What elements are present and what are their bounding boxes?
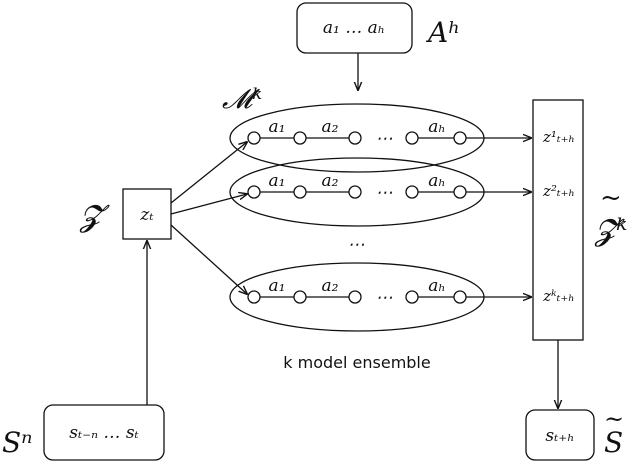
ellipsis: ⋯ xyxy=(376,129,393,149)
state-input-text: sₜ₋ₙ … sₜ xyxy=(69,423,139,443)
model-row-2: a₁ a₂ ⋯ aₕ xyxy=(229,157,485,227)
action-label: aₕ xyxy=(428,117,446,137)
state-node xyxy=(405,131,419,145)
latent-box xyxy=(122,188,172,240)
action-label: a₂ xyxy=(322,276,339,296)
state-output-tilde: ~ xyxy=(604,405,624,433)
state-node xyxy=(405,185,419,199)
state-node xyxy=(348,185,362,199)
state-output-box xyxy=(525,409,595,461)
state-node xyxy=(348,131,362,145)
state-node xyxy=(293,131,307,145)
state-output-label: S xyxy=(604,426,623,459)
model-row-1: a₁ a₂ ⋯ aₕ xyxy=(229,103,485,173)
model-row-k: a₁ a₂ ⋯ aₕ xyxy=(229,262,485,332)
prediction-column xyxy=(532,99,584,341)
prediction-z: zᵏₜ₊ₕ xyxy=(542,287,574,305)
state-node xyxy=(453,290,467,304)
state-node xyxy=(247,185,261,199)
predictions-tilde: ~ xyxy=(600,183,622,213)
action-label: a₂ xyxy=(322,117,339,137)
action-box xyxy=(296,2,413,54)
state-output-text: sₜ₊ₕ xyxy=(545,426,574,446)
prediction-z: z²ₜ₊ₕ xyxy=(542,182,575,200)
action-label: a₂ xyxy=(322,171,339,191)
state-node xyxy=(453,185,467,199)
latent-to-row-2-arrow xyxy=(170,194,247,215)
state-node xyxy=(247,290,261,304)
action-label: a₁ xyxy=(269,117,286,137)
state-node xyxy=(453,131,467,145)
prediction-z: z¹ₜ₊ₕ xyxy=(542,128,575,146)
state-input-label: Sⁿ xyxy=(2,426,33,459)
ensemble-label: 𝓜ᵏ xyxy=(222,84,262,115)
state-node xyxy=(405,290,419,304)
action-box-label: Aʰ xyxy=(425,16,460,49)
action-label: a₁ xyxy=(269,171,286,191)
action-label: aₕ xyxy=(428,276,446,296)
action-box-text: a₁ … aₕ xyxy=(323,18,385,38)
latent-to-row-1-arrow xyxy=(170,142,247,204)
latent-box-text: zₜ xyxy=(139,205,154,225)
ellipsis: ⋯ xyxy=(376,183,393,203)
latent-to-row-k-arrow xyxy=(170,224,247,294)
action-label: aₕ xyxy=(428,171,446,191)
state-node xyxy=(293,290,307,304)
ensemble-caption: k model ensemble xyxy=(283,353,430,372)
predictions-label: 𝓩ᵏ xyxy=(594,213,627,248)
state-node xyxy=(293,185,307,199)
action-label: a₁ xyxy=(269,276,286,296)
ellipsis: ⋯ xyxy=(376,288,393,308)
state-node xyxy=(247,131,261,145)
state-node xyxy=(348,290,362,304)
state-input-box xyxy=(43,404,165,461)
latent-label: 𝓩 xyxy=(79,199,110,234)
ensemble-ellipsis: ⋯ xyxy=(348,235,365,255)
